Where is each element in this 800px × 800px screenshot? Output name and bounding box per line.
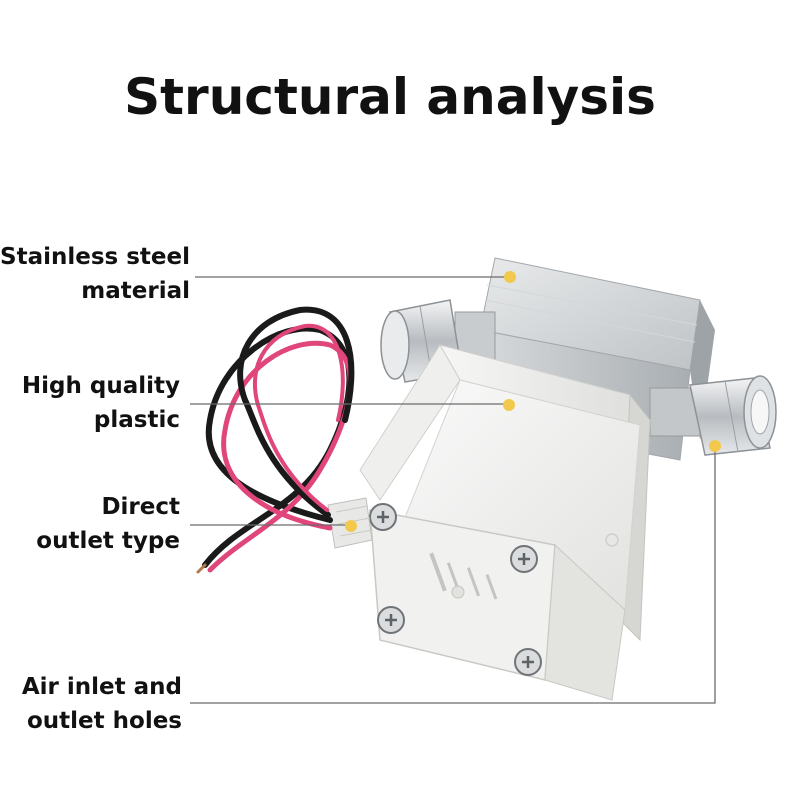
callout-label-line2: plastic	[93, 407, 180, 433]
callout-label-line1: Air inlet and	[21, 674, 182, 700]
callout-dot-icon	[345, 271, 721, 532]
screw-icon	[369, 503, 542, 676]
callout-label-line2: outlet holes	[26, 708, 182, 734]
callout-label-line1: Direct	[101, 494, 180, 520]
callout-plastic: High quality plastic	[0, 369, 180, 437]
wire-bundle	[196, 306, 355, 574]
right-fitting	[649, 375, 777, 456]
callout-label-line2: outlet type	[36, 528, 180, 554]
callout-label-line1: High quality	[21, 373, 180, 399]
callout-stainless-steel: Stainless steel material	[0, 240, 190, 308]
plastic-housing	[359, 344, 651, 701]
callout-air-holes: Air inlet and outlet holes	[0, 670, 182, 738]
callout-lines	[190, 276, 716, 704]
callout-line-air	[190, 446, 716, 704]
callout-label-line1: Stainless steel	[0, 244, 190, 270]
page-title: Structural analysis	[124, 68, 656, 126]
callout-label-line2: material	[81, 278, 190, 304]
callout-outlet-type: Direct outlet type	[0, 490, 180, 558]
